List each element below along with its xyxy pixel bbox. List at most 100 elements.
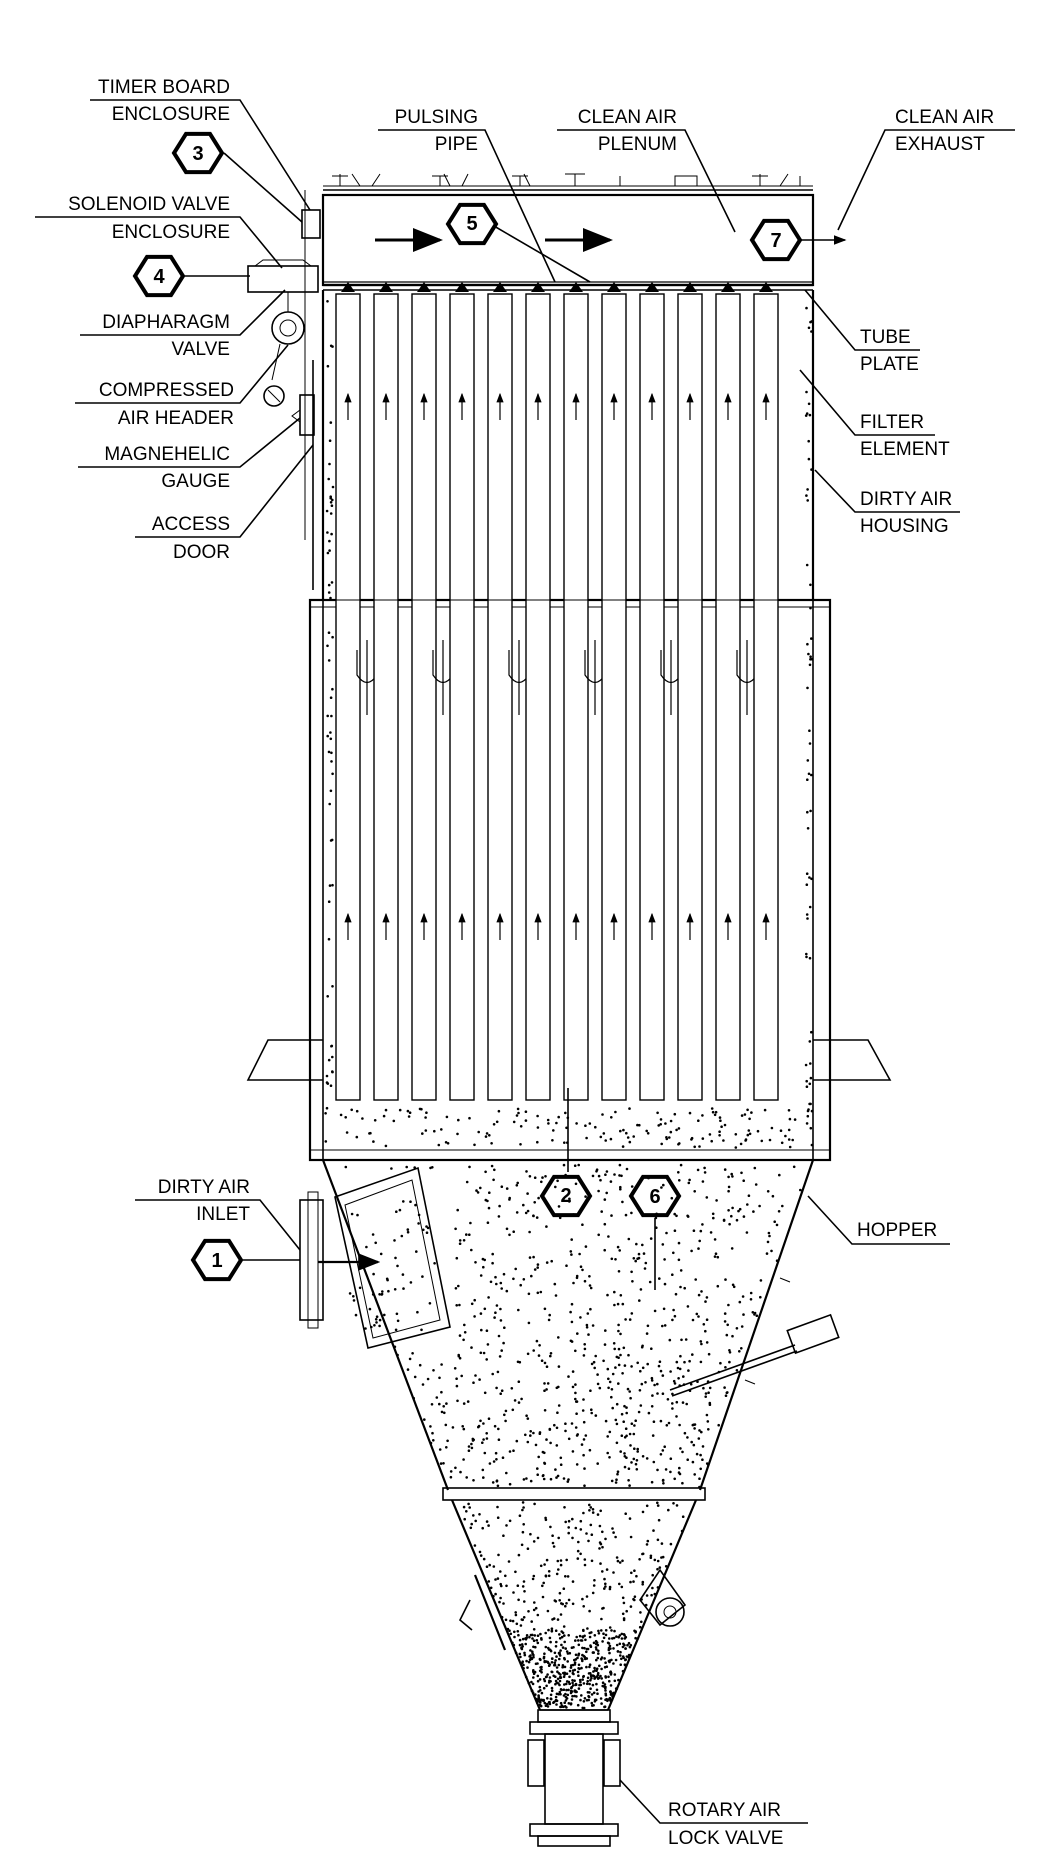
dust-dot — [594, 1639, 598, 1643]
dust-dot — [521, 1530, 525, 1534]
dust-dot — [545, 1675, 548, 1678]
dust-dot — [430, 1403, 434, 1406]
dust-dot — [596, 1656, 600, 1660]
dust-dot — [551, 1139, 554, 1142]
dust-dot — [596, 1373, 599, 1376]
dust-dot — [806, 810, 809, 814]
dust-dot — [481, 1468, 485, 1472]
dust-dot — [328, 884, 332, 887]
dust-dot — [663, 1324, 667, 1327]
dust-dot — [681, 1450, 684, 1454]
dust-dot — [378, 1324, 381, 1328]
filter-tube — [715, 293, 741, 1101]
dust-dot — [619, 1650, 622, 1654]
dust-dot — [610, 1479, 614, 1483]
dust-dot — [570, 1664, 573, 1667]
dust-dot — [324, 1140, 328, 1143]
dust-dot — [602, 1636, 606, 1640]
dust-dot — [651, 1573, 654, 1577]
dust-dot — [583, 1558, 587, 1561]
dust-dot — [807, 439, 810, 443]
dust-dot — [611, 1527, 614, 1530]
dust-dot — [479, 1419, 482, 1423]
dust-dot — [704, 1392, 708, 1395]
dust-dot — [532, 1669, 535, 1672]
dust-dot — [500, 1389, 504, 1392]
dust-dot — [411, 1352, 414, 1355]
dust-dot — [547, 1664, 551, 1667]
dust-dot — [550, 1661, 554, 1664]
dust-dot — [536, 1536, 540, 1540]
dust-dot — [567, 1702, 571, 1705]
dust-dot — [723, 1312, 727, 1315]
dust-dot — [446, 1142, 450, 1145]
dust-dot — [616, 1470, 620, 1473]
dust-dot — [558, 1653, 561, 1656]
dust-dot — [583, 1279, 587, 1283]
dust-dot — [533, 1502, 536, 1506]
dust-dot — [589, 1674, 593, 1678]
dust-dot — [557, 1404, 561, 1407]
dust-dot — [582, 1675, 585, 1678]
dust-dot — [456, 1399, 459, 1403]
dust-dot — [562, 1694, 566, 1697]
dust-dot — [523, 1653, 527, 1657]
dust-dot — [548, 1636, 552, 1640]
dust-dot — [536, 1263, 540, 1266]
dust-dot — [543, 1701, 547, 1705]
dust-dot — [490, 1142, 493, 1145]
dust-dot — [463, 1331, 467, 1334]
dust-dot — [646, 1132, 650, 1135]
filter-tube — [639, 293, 665, 1101]
dust-dot — [621, 1655, 625, 1658]
dust-dot — [564, 1429, 567, 1433]
dust-dot — [675, 1415, 678, 1418]
dust-dot — [479, 1186, 482, 1190]
dust-dot — [806, 686, 809, 690]
dust-dot — [640, 1620, 643, 1624]
dust-dot — [567, 1634, 570, 1637]
dust-dot — [481, 1441, 484, 1444]
dust-dot — [608, 1679, 611, 1683]
dust-dot — [629, 1643, 633, 1647]
dust-dot — [674, 1292, 678, 1296]
dust-dot — [325, 1106, 329, 1110]
dust-dot — [533, 1268, 537, 1271]
dust-dot — [542, 1698, 545, 1702]
dust-dot — [609, 1137, 613, 1141]
dust-dot — [497, 1438, 501, 1441]
dust-dot — [564, 1699, 568, 1702]
hopper-line1: HOPPER — [857, 1220, 937, 1241]
timer-board-line1: TIMER BOARD — [98, 77, 230, 98]
dust-dot — [570, 1422, 574, 1425]
dust-dot — [591, 1683, 595, 1687]
dust-dot — [598, 1524, 602, 1528]
dust-dot — [705, 1341, 709, 1344]
dust-dot — [384, 1108, 388, 1112]
dust-dot — [550, 1627, 554, 1630]
dust-dot — [675, 1128, 678, 1132]
dust-dot — [597, 1189, 600, 1193]
dust-dot — [804, 1063, 808, 1067]
dust-dot — [425, 1111, 428, 1114]
dust-dot — [529, 1649, 532, 1652]
dust-dot — [331, 635, 334, 639]
dust-dot — [607, 1386, 610, 1390]
inlet-line2: INLET — [196, 1204, 250, 1225]
dust-dot — [516, 1360, 520, 1364]
dust-dot — [537, 1690, 540, 1693]
dust-dot — [656, 1559, 660, 1563]
dust-dot — [630, 1211, 633, 1215]
dust-dot — [645, 1129, 648, 1133]
dust-dot — [329, 1084, 333, 1087]
dust-dot — [548, 1676, 552, 1679]
dust-dot — [604, 1582, 607, 1586]
dust-dot — [749, 1291, 753, 1295]
dust-dot — [483, 1391, 487, 1395]
dust-dot — [740, 1114, 744, 1117]
dust-dot — [807, 457, 811, 461]
dust-dot — [577, 1639, 580, 1642]
hopper-outline — [321, 1159, 815, 1711]
dust-dot — [677, 1171, 680, 1174]
dust-dot — [518, 1652, 522, 1656]
